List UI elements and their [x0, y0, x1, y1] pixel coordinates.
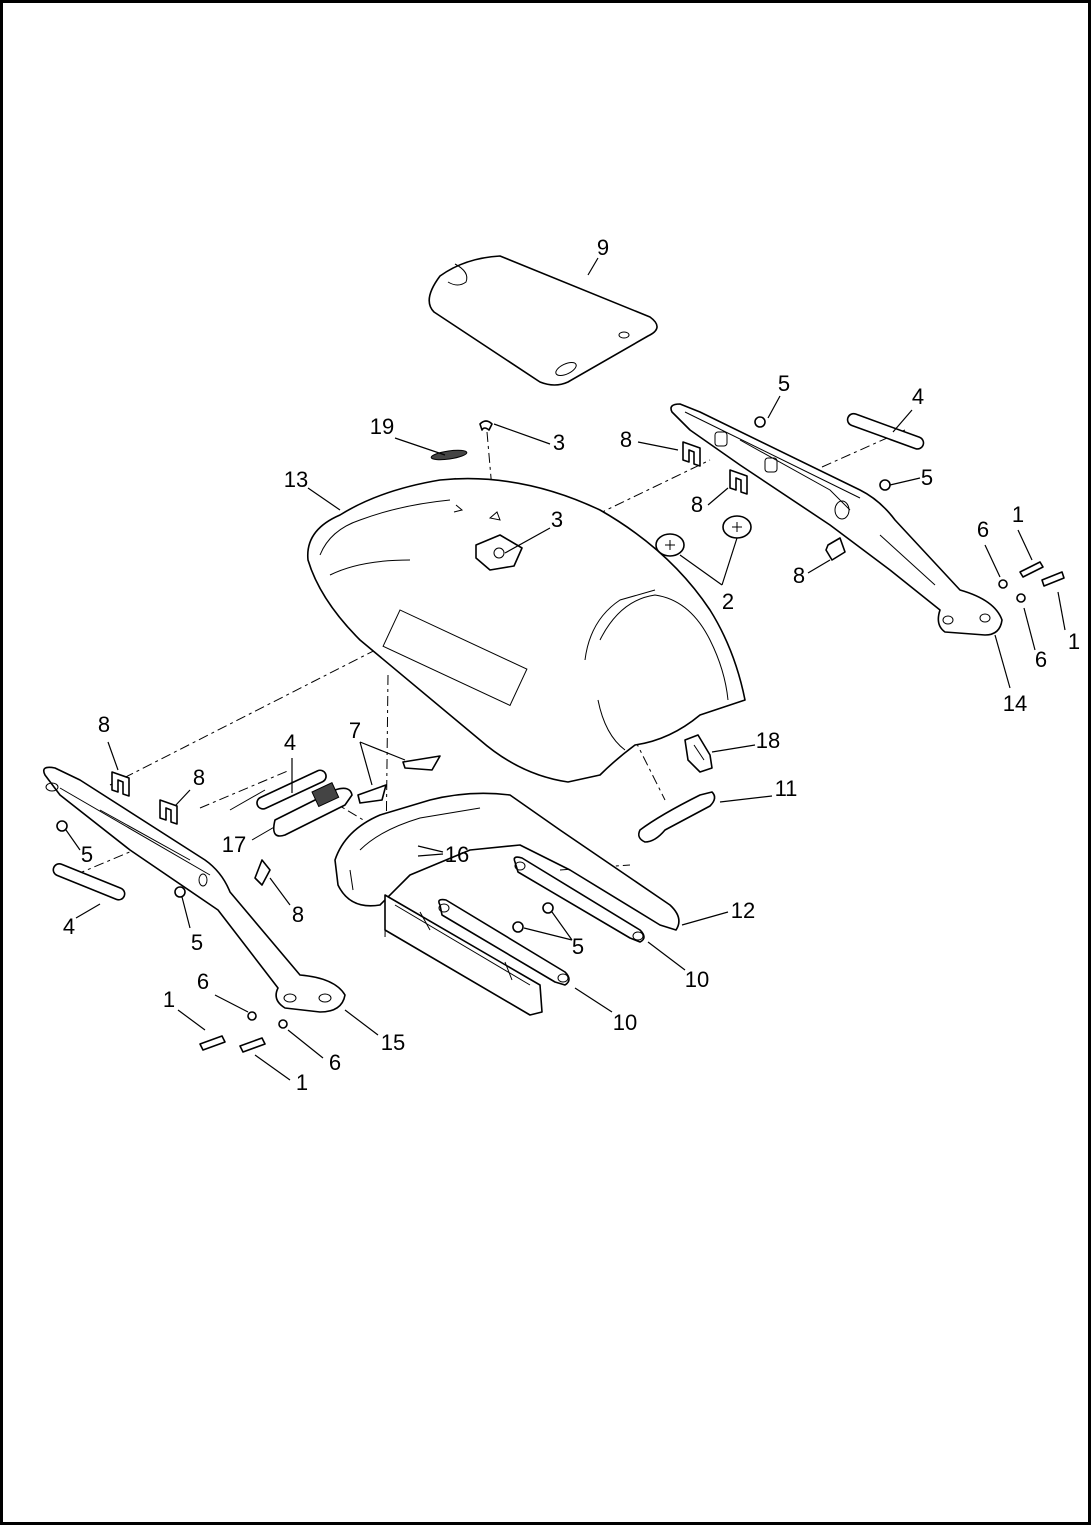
callout-c2: 2	[722, 589, 734, 614]
part-4-pad-left	[52, 863, 126, 901]
callout-c19: 19	[370, 414, 394, 439]
part-1-bolts-right	[1019, 561, 1065, 587]
callout-c14: 14	[1003, 691, 1027, 716]
callout-c6d: 6	[329, 1050, 341, 1075]
callout-c11: 11	[775, 776, 798, 801]
callout-c12: 12	[731, 898, 755, 923]
part-17-light-assembly	[229, 782, 353, 841]
callout-c5a: 5	[778, 371, 790, 396]
callout-c10a: 10	[685, 967, 709, 992]
callout-c15: 15	[381, 1030, 405, 1055]
callout-c4c: 4	[63, 914, 75, 939]
callout-c6a: 6	[977, 517, 989, 542]
part-12-fender-support	[334, 792, 680, 931]
callout-c10b: 10	[613, 1010, 637, 1035]
callout-c13: 13	[284, 467, 308, 492]
callout-c8b: 8	[691, 492, 703, 517]
part-10-bar-upper	[513, 856, 645, 943]
callout-c6c: 6	[197, 969, 209, 994]
part-4-pad-right	[846, 412, 925, 450]
part-18-connector	[684, 734, 713, 773]
callout-c8c: 8	[793, 563, 805, 588]
callout-c5c: 5	[81, 842, 93, 867]
part-7-reflectors	[357, 755, 441, 804]
callout-c1a: 1	[1012, 502, 1024, 527]
callout-c3a: 3	[553, 430, 565, 455]
part-15-left-bracket	[42, 766, 346, 1013]
callout-c9: 9	[597, 235, 609, 260]
part-14-right-bracket	[670, 403, 1003, 636]
callout-c5e: 5	[572, 934, 584, 959]
leader-lines	[65, 257, 1066, 1081]
callout-c16: 16	[445, 842, 469, 867]
part-12-lower-plate	[384, 894, 543, 1016]
callout-c1b: 1	[1068, 629, 1080, 654]
callout-c8d: 8	[98, 712, 110, 737]
part-5-screws	[56, 416, 891, 933]
part-9-mat	[428, 255, 658, 386]
part-11-strap	[638, 791, 716, 843]
callout-c8e: 8	[193, 765, 205, 790]
callout-c5d: 5	[191, 930, 203, 955]
part-19-badge	[430, 449, 468, 461]
callout-c1d: 1	[296, 1070, 308, 1095]
part-13-rear-fender	[307, 477, 746, 783]
callout-c18: 18	[756, 728, 780, 753]
part-2-plugs	[655, 515, 752, 557]
callout-c1c: 1	[163, 987, 175, 1012]
callout-c4a: 4	[912, 384, 924, 409]
part-3-clip-top	[479, 420, 493, 431]
callout-c17: 17	[222, 832, 246, 857]
callout-c3b: 3	[551, 507, 563, 532]
callout-c4b: 4	[284, 730, 296, 755]
callout-c8a: 8	[620, 427, 632, 452]
part-1-bolts-left	[199, 1035, 266, 1053]
callout-c5b: 5	[921, 465, 933, 490]
callout-c7: 7	[349, 718, 361, 743]
part-8-clips	[111, 441, 846, 886]
callout-c8f: 8	[292, 902, 304, 927]
part-10-bar-lower	[438, 898, 570, 986]
part-6-washers	[247, 579, 1026, 1029]
callout-c6b: 6	[1035, 647, 1047, 672]
